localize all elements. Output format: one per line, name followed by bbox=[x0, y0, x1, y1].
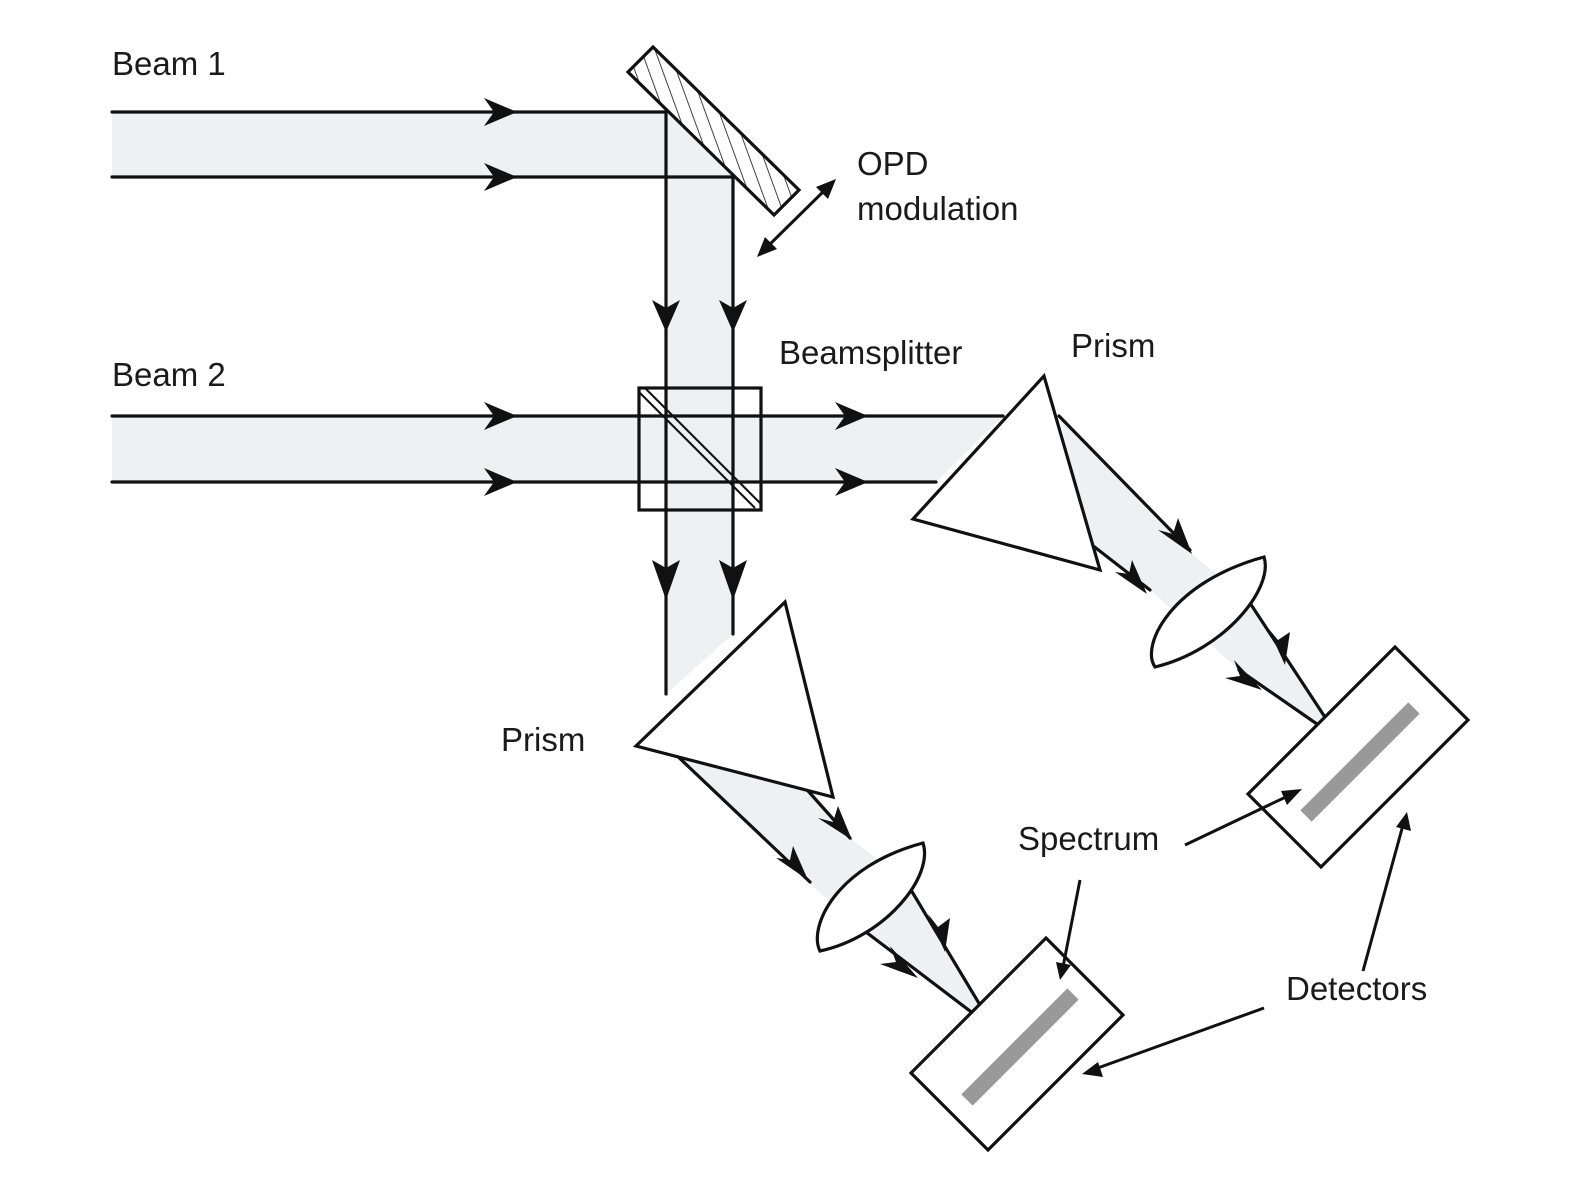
right-detector bbox=[1245, 644, 1471, 870]
arrowhead bbox=[484, 468, 517, 496]
prism-right-label: Prism bbox=[1071, 327, 1156, 364]
arrowhead bbox=[835, 468, 868, 496]
right-out-upper-line bbox=[1057, 414, 1192, 552]
leader-lines bbox=[1056, 789, 1411, 1077]
arrowhead bbox=[880, 946, 918, 978]
left-lens bbox=[815, 841, 927, 953]
opd-label-line1: OPD bbox=[857, 145, 929, 182]
arrowhead bbox=[719, 560, 747, 600]
left-prism bbox=[632, 598, 836, 800]
arrowhead bbox=[719, 300, 747, 332]
arrowhead bbox=[1158, 518, 1192, 554]
arrowhead bbox=[928, 914, 950, 952]
beamsplitter-label: Beamsplitter bbox=[779, 334, 963, 371]
prism-left-label: Prism bbox=[501, 721, 586, 758]
arrowhead bbox=[652, 560, 680, 600]
opd-double-arrow bbox=[757, 179, 836, 257]
mirror-body bbox=[625, 44, 802, 218]
right-lens bbox=[1149, 555, 1267, 669]
beam-arrowheads bbox=[484, 98, 1290, 978]
arrowhead bbox=[1115, 560, 1147, 594]
detectors-label: Detectors bbox=[1286, 970, 1428, 1007]
beam1-down-fill bbox=[666, 112, 733, 694]
left-detector bbox=[908, 935, 1126, 1153]
arrowhead bbox=[818, 806, 852, 840]
arrowhead bbox=[484, 402, 517, 430]
arrowhead bbox=[1225, 660, 1262, 690]
arrowhead bbox=[835, 402, 868, 430]
left-spectrum-bar bbox=[961, 988, 1079, 1106]
arrowhead bbox=[1268, 628, 1290, 665]
arrowhead bbox=[652, 300, 680, 332]
spectrum-label: Spectrum bbox=[1018, 820, 1160, 857]
beam2-label: Beam 2 bbox=[112, 356, 226, 393]
beam1-label: Beam 1 bbox=[112, 45, 226, 82]
beamsplitter-cube bbox=[637, 386, 763, 512]
arrowhead bbox=[484, 98, 517, 126]
opd-mirror bbox=[625, 44, 802, 218]
beam-fills bbox=[112, 112, 1340, 1030]
beam1-fill bbox=[112, 112, 733, 177]
opd-label-line2: modulation bbox=[857, 190, 1019, 227]
arrowhead bbox=[484, 163, 517, 191]
arrowhead bbox=[776, 846, 808, 880]
beam2-fill bbox=[112, 416, 1003, 482]
right-cone-fill bbox=[1239, 600, 1340, 740]
right-spectrum-bar bbox=[1300, 702, 1420, 822]
right-prism bbox=[910, 372, 1103, 573]
